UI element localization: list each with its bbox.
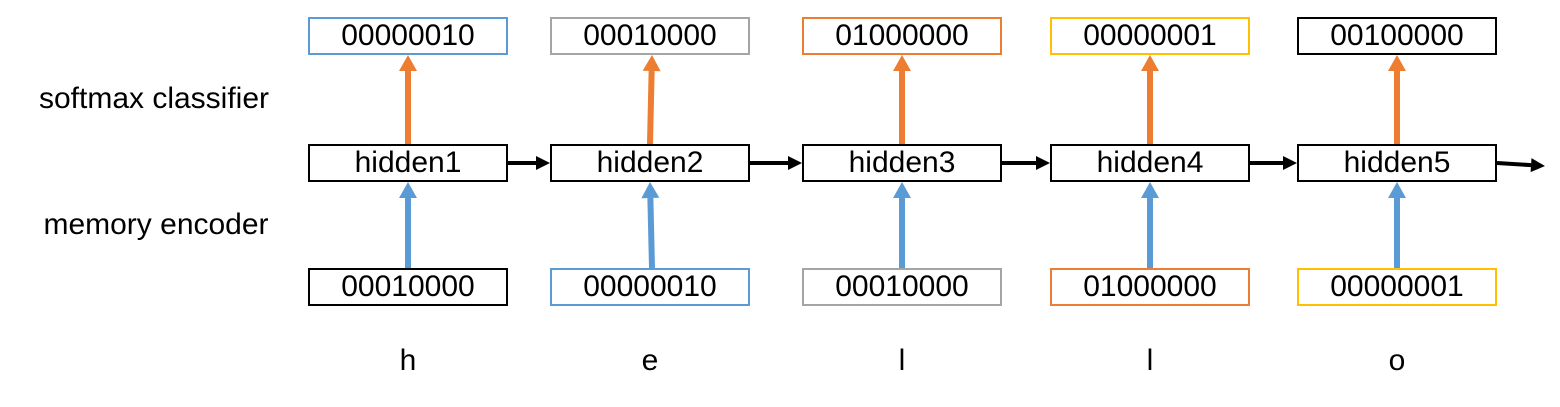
output-box-5: 00100000 xyxy=(1297,17,1497,55)
hidden-box-1: hidden1 xyxy=(308,144,508,182)
encoder-arrow-4 xyxy=(1141,182,1159,268)
output-box-3: 01000000 xyxy=(802,17,1002,55)
recurrent-arrow-4 xyxy=(1250,156,1297,170)
memory-encoder-label: memory encoder xyxy=(43,208,269,241)
softmax-classifier-label: softmax classifier xyxy=(38,82,270,115)
recurrent-arrow-1 xyxy=(508,156,550,170)
input-box-4: 01000000 xyxy=(1050,268,1250,306)
output-box-1: 00000010 xyxy=(308,17,508,55)
encoder-arrow-3 xyxy=(893,182,911,268)
encoder-arrow-1 xyxy=(399,182,417,268)
input-char-5: o xyxy=(1388,344,1406,377)
output-box-4: 00000001 xyxy=(1050,17,1250,55)
softmax-arrow-1 xyxy=(399,55,417,144)
recurrent-arrow-3 xyxy=(1002,156,1050,170)
recurrent-arrow-2 xyxy=(750,156,802,170)
encoder-arrow-2 xyxy=(641,182,660,269)
input-char-4: l xyxy=(1146,344,1154,377)
input-char-2: e xyxy=(641,344,659,377)
hidden-box-3: hidden3 xyxy=(802,144,1002,182)
input-char-3: l xyxy=(898,344,906,377)
input-box-2: 00000010 xyxy=(550,268,750,306)
output-box-2: 00010000 xyxy=(550,17,750,55)
input-box-3: 00010000 xyxy=(802,268,1002,306)
input-box-5: 00000001 xyxy=(1297,268,1497,306)
softmax-arrow-4 xyxy=(1141,55,1159,144)
softmax-arrow-2 xyxy=(642,55,661,145)
softmax-arrow-3 xyxy=(893,55,911,144)
encoder-arrow-5 xyxy=(1388,182,1406,268)
hidden-box-4: hidden4 xyxy=(1050,144,1250,182)
input-char-1: h xyxy=(399,344,417,377)
hidden-box-5: hidden5 xyxy=(1297,144,1497,182)
softmax-arrow-5 xyxy=(1388,55,1406,144)
recurrent-arrow-5 xyxy=(1496,158,1545,173)
input-box-1: 00010000 xyxy=(308,268,508,306)
hidden-box-2: hidden2 xyxy=(550,144,750,182)
